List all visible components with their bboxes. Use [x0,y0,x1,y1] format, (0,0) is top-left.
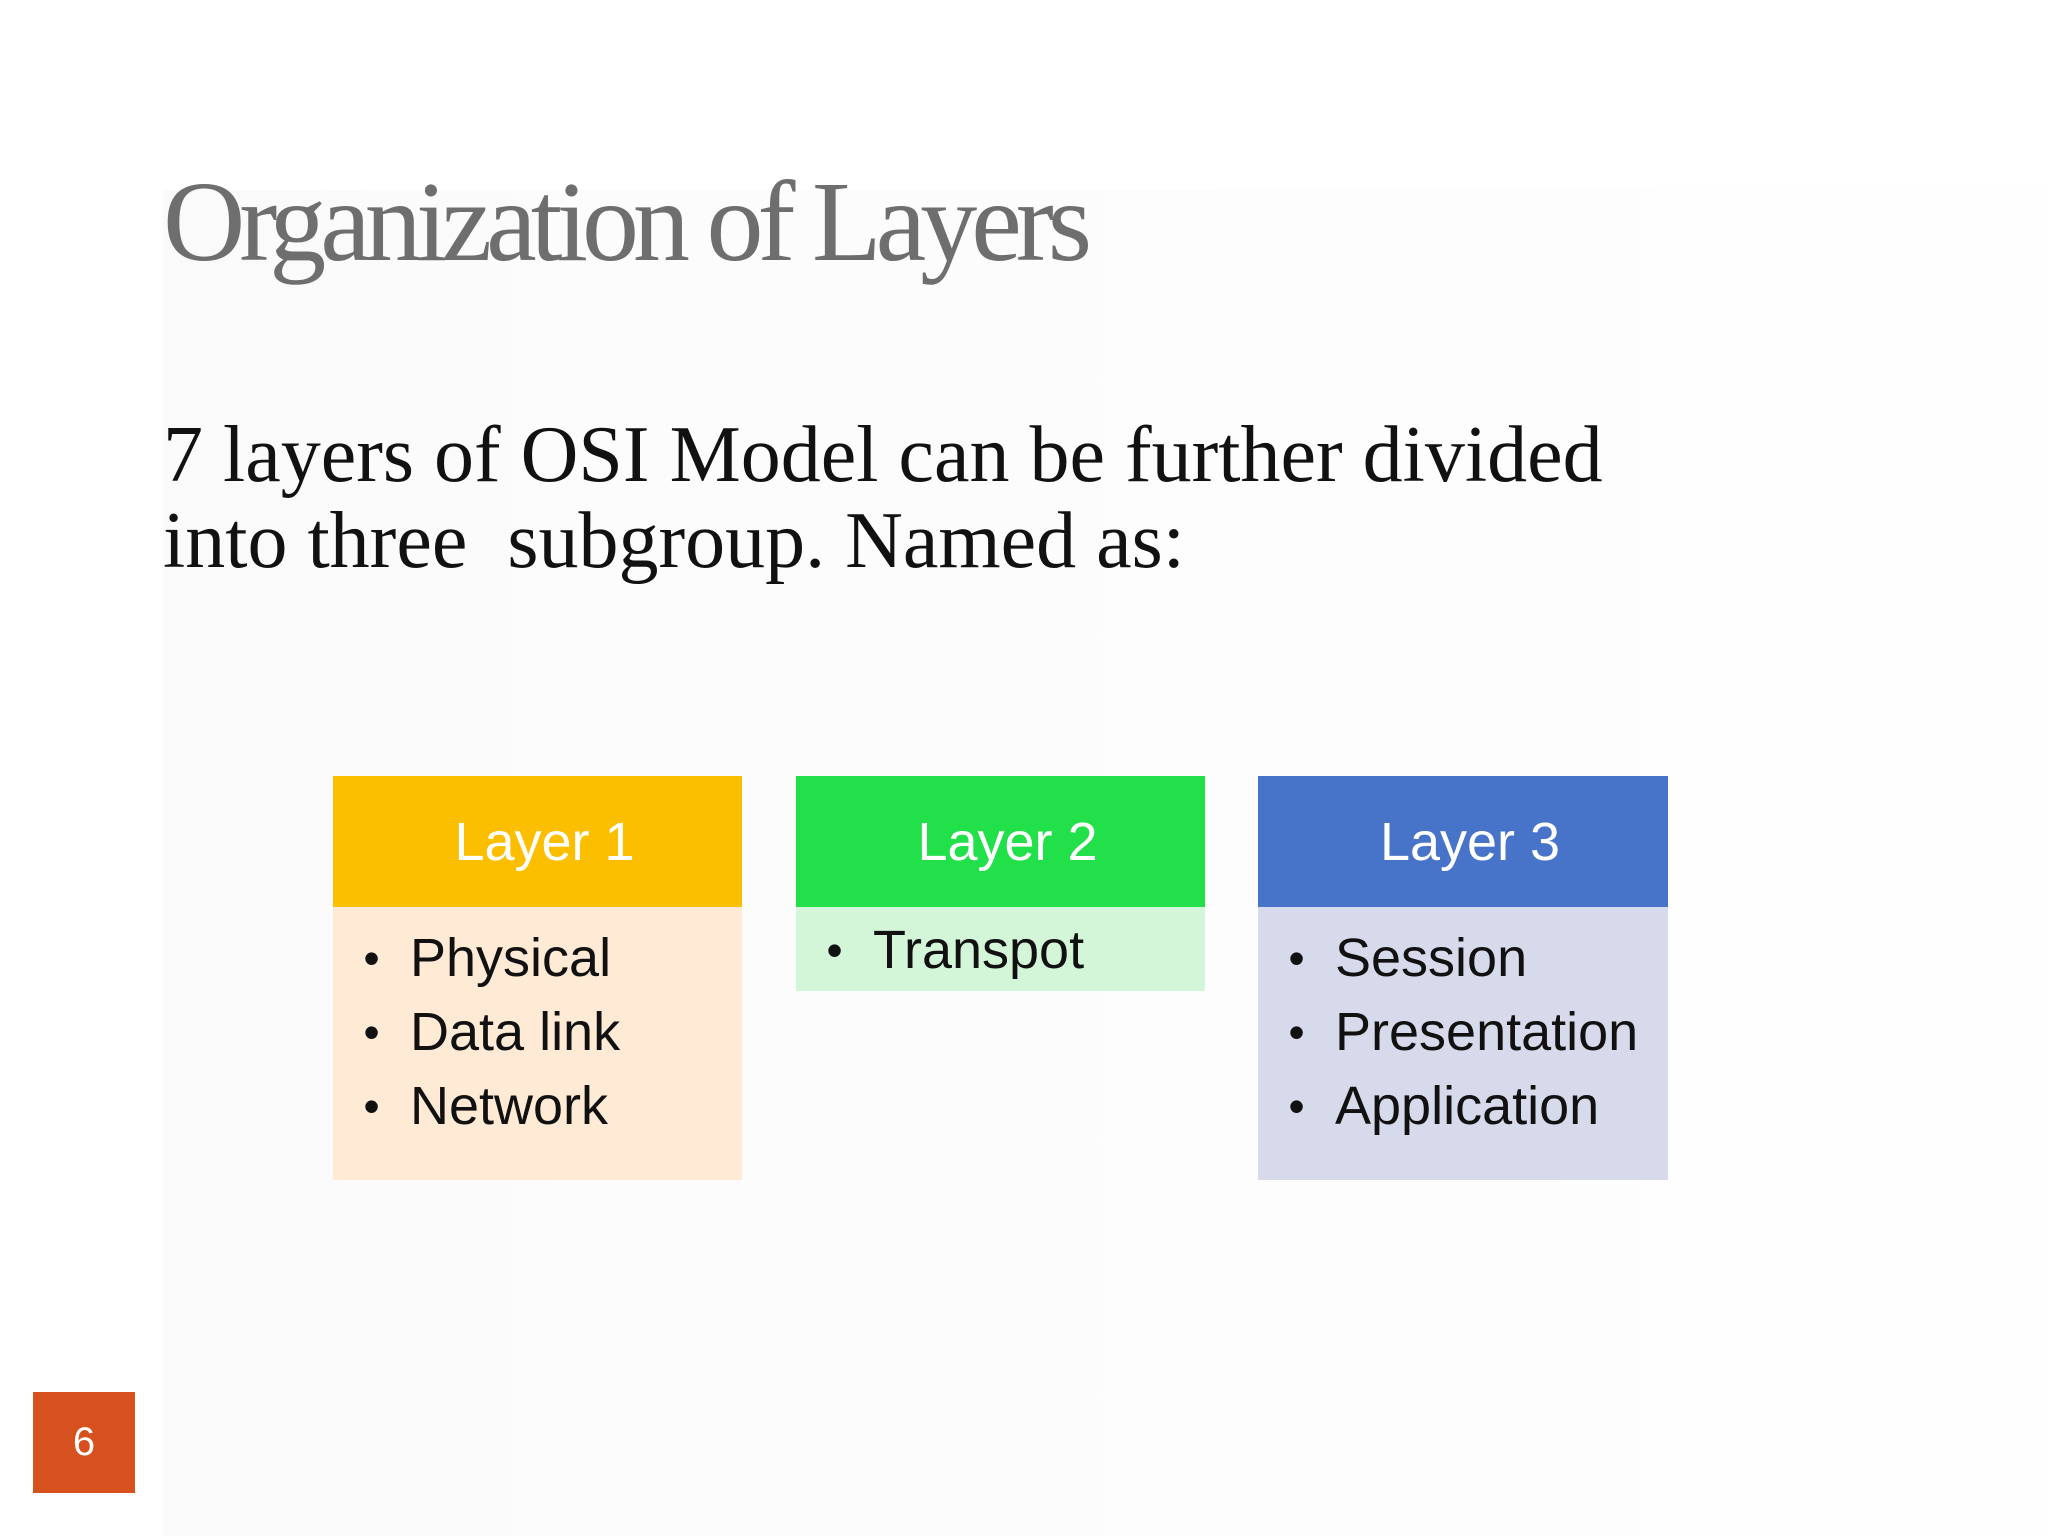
layer-group-3-header: Layer 3 [1258,776,1668,907]
list-item-label: Data link [410,1002,621,1062]
list-item: • Application [1258,1069,1668,1143]
layer-group-1: Layer 1 • Physical • Data link • Network [333,776,742,1180]
list-item-label: Session [1335,928,1528,988]
list-item: • Transpot [796,913,1205,987]
layer-group-1-list: • Physical • Data link • Network [333,921,742,1143]
layer-group-2-body: • Transpot [796,907,1205,991]
list-item: • Session [1258,921,1668,995]
bullet-icon: • [1288,932,1305,984]
list-item: • Data link [333,995,742,1069]
layer-group-1-header: Layer 1 [333,776,742,907]
list-item-label: Application [1335,1076,1600,1136]
layer-group-3-body: • Session • Presentation • Application [1258,907,1668,1180]
bullet-icon: • [1288,1080,1305,1132]
layer-group-3: Layer 3 • Session • Presentation • Appli… [1258,776,1668,1180]
layer-group-2-list: • Transpot [796,913,1205,987]
bullet-icon: • [826,924,843,976]
layer-group-2-title: Layer 2 [917,811,1098,872]
layer-group-3-title: Layer 3 [1379,811,1561,872]
layer-group-2-header: Layer 2 [796,776,1205,907]
layer-group-1-title: Layer 1 [454,811,635,872]
bullet-icon: • [363,1080,380,1132]
list-item: • Physical [333,921,742,995]
bullet-icon: • [1288,1006,1305,1058]
list-item-label: Presentation [1335,1002,1639,1062]
bullet-icon: • [363,1006,380,1058]
bullet-icon: • [363,932,380,984]
layer-group-1-body: • Physical • Data link • Network [333,907,742,1180]
list-item-label: Transpot [873,920,1085,980]
list-item: • Network [333,1069,742,1143]
list-item-label: Network [410,1076,609,1136]
layer-group-3-list: • Session • Presentation • Application [1258,921,1668,1143]
layer-group-2: Layer 2 • Transpot [796,776,1205,991]
list-item-label: Physical [410,928,612,988]
slide-body-text: 7 layers of OSI Model can be further div… [163,411,1603,585]
list-item: • Presentation [1258,995,1668,1069]
slide-number-badge: 6 [33,1392,135,1493]
slide-title: Organization of Layers [163,158,1092,285]
